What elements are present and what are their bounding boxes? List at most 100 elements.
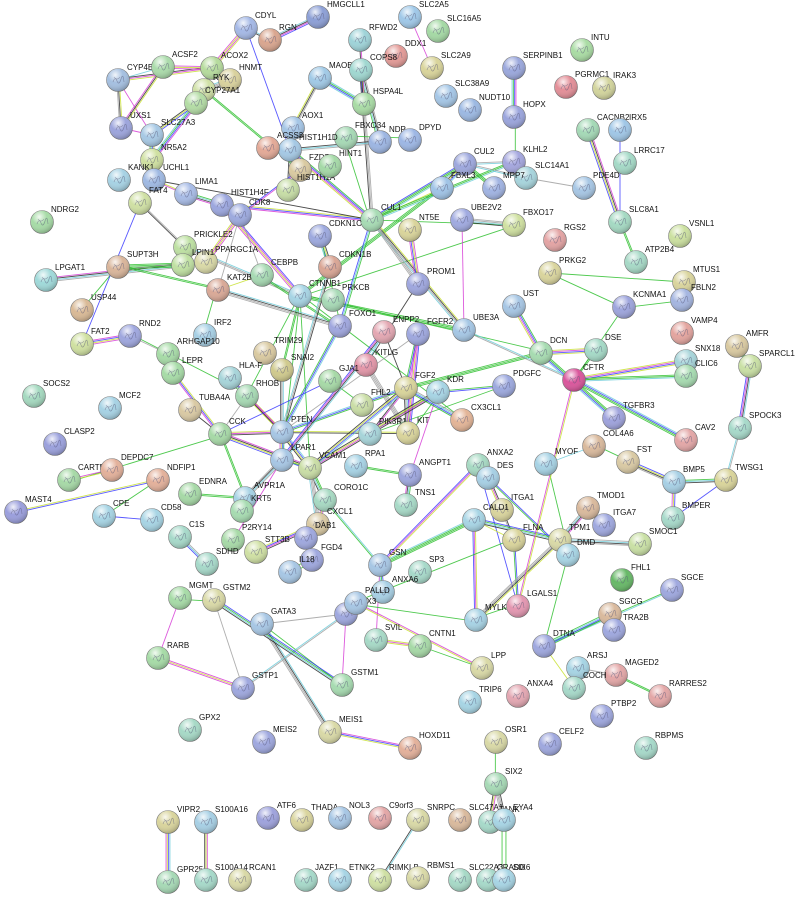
node-sparcl1[interactable]: SPARCL1 — [738, 349, 796, 378]
node-dpyd[interactable]: DPYD — [398, 123, 442, 152]
node-hnmt[interactable]: HNMT — [218, 63, 263, 92]
node-lepr[interactable]: LEPR — [161, 356, 204, 385]
node-coro1c[interactable]: CORO1C — [313, 483, 369, 512]
node-lgals1[interactable]: LGALS1 — [506, 589, 558, 618]
node-fbxo34[interactable]: FBXO34 — [334, 121, 387, 150]
node-fbxl3[interactable]: FBXL3 — [430, 171, 477, 200]
node-pde4d[interactable]: PDE4D — [572, 171, 620, 200]
node-fzd7[interactable]: FZD7 — [288, 153, 330, 182]
node-tns1[interactable]: TNS1 — [394, 488, 437, 517]
node-rhob[interactable]: RHOB — [235, 379, 280, 408]
node-slc22a3[interactable]: SLC22A3 — [448, 863, 504, 892]
node-pgrmc1[interactable]: PGRMC1 — [554, 70, 610, 99]
node-ptbp2[interactable]: PTBP2 — [590, 699, 637, 728]
node-arhgap10[interactable]: ARHGAP10 — [156, 337, 221, 366]
node-nol3[interactable]: NOL3 — [328, 801, 371, 830]
node-jazf1[interactable]: JAZF1 — [294, 863, 340, 892]
node-mast4[interactable]: MAST4 — [4, 495, 53, 524]
node-lima1[interactable]: LIMA1 — [174, 177, 219, 206]
node-prickle2[interactable]: PRICKLE2 — [173, 230, 234, 259]
node-lpar1[interactable]: LPAR1 — [270, 443, 317, 472]
node-bmp5[interactable]: BMP5 — [662, 465, 706, 494]
node-coch[interactable]: COCH — [562, 671, 607, 700]
node-dcn[interactable]: DCN — [529, 336, 568, 365]
node-cacnb2[interactable]: CACNB2 — [576, 113, 631, 142]
node-angpt1[interactable]: ANGPT1 — [398, 458, 452, 487]
node-ube2v2[interactable]: UBE2V2 — [450, 203, 503, 232]
node-cd58[interactable]: CD58 — [140, 503, 183, 532]
node-dtna[interactable]: DTNA — [532, 629, 576, 658]
node-acss3[interactable]: ACSS3 — [256, 131, 304, 160]
node-s100a14[interactable]: S100A14 — [194, 863, 249, 892]
node-fgf2[interactable]: FGF2 — [394, 371, 436, 400]
node-cntn1[interactable]: CNTN1 — [408, 629, 457, 658]
node-kat2b[interactable]: KAT2B — [206, 273, 252, 302]
node-ctnnb1[interactable]: CTNNB1 — [288, 279, 342, 308]
node-kit[interactable]: KIT — [396, 416, 430, 445]
node-tuba4a[interactable]: TUBA4A — [178, 393, 231, 422]
node-irf2[interactable]: IRF2 — [193, 318, 232, 347]
node-anxa6[interactable]: ANXA6 — [371, 575, 419, 604]
node-kcnma1[interactable]: KCNMA1 — [612, 290, 667, 319]
node-gpx2[interactable]: GPX2 — [178, 713, 221, 742]
node-supt3h[interactable]: SUPT3H — [106, 250, 159, 279]
node-fst[interactable]: FST — [616, 445, 653, 474]
node-cdyl[interactable]: CDYL — [234, 11, 277, 40]
node-fgd4[interactable]: FGD4 — [300, 543, 343, 572]
node-enpp2[interactable]: ENPP2 — [372, 315, 420, 344]
node-snai2[interactable]: SNAI2 — [270, 353, 315, 382]
node-mtus1[interactable]: MTUS1 — [672, 265, 721, 294]
node-itga7[interactable]: ITGA7 — [592, 508, 637, 537]
node-slc14a1[interactable]: SLC14A1 — [514, 161, 570, 190]
node-myof[interactable]: MYOF — [534, 447, 579, 476]
node-flna[interactable]: FLNA — [502, 523, 545, 552]
node-slc16a5[interactable]: SLC16A5 — [426, 14, 482, 43]
node-cck[interactable]: CCK — [208, 417, 247, 446]
node-ednra[interactable]: EDNRA — [178, 477, 228, 506]
node-cpe[interactable]: CPE — [92, 499, 130, 528]
node-p2ry14[interactable]: P2RY14 — [221, 523, 273, 552]
node-rfwd2[interactable]: RFWD2 — [348, 23, 398, 52]
node-amfr[interactable]: AMFR — [725, 329, 769, 358]
node-fat4[interactable]: FAT4 — [128, 186, 169, 215]
node-acox2[interactable]: ACOX2 — [200, 51, 249, 80]
node-gata3[interactable]: GATA3 — [250, 607, 297, 636]
node-cartpt[interactable]: CARTPT — [57, 463, 110, 492]
node-serpinb1[interactable]: SERPINB1 — [502, 51, 564, 80]
node-snrpc[interactable]: SNRPC — [406, 803, 456, 832]
node-fbln2[interactable]: FBLN2 — [670, 283, 717, 312]
node-ust[interactable]: UST — [502, 289, 540, 318]
node-stt3b[interactable]: STT3B — [244, 535, 290, 564]
node-slc38a9[interactable]: SLC38A9 — [434, 79, 490, 108]
node-lpin1[interactable]: LPIN1 — [171, 248, 215, 277]
node-aox1[interactable]: AOX1 — [281, 111, 324, 140]
node-kitlg[interactable]: KITLG — [354, 348, 399, 377]
node-fhl2[interactable]: FHL2 — [350, 388, 392, 417]
node-cyp4b1[interactable]: CYP4B1 — [106, 63, 159, 92]
node-maob[interactable]: MAOB — [308, 61, 353, 90]
node-c9orf3[interactable]: C9orf3 — [368, 801, 414, 830]
node-clic6[interactable]: CLIC6 — [674, 359, 719, 388]
node-lpp[interactable]: LPP — [470, 651, 507, 680]
node-maged2[interactable]: MAGED2 — [604, 658, 660, 687]
node-cyp27a1[interactable]: CYP27A1 — [184, 86, 241, 115]
node-hla-f[interactable]: HLA-F — [218, 361, 263, 390]
node-ndp[interactable]: NDP — [368, 125, 406, 154]
node-hint1[interactable]: HINT1 — [318, 149, 363, 178]
node-rnd2[interactable]: RND2 — [118, 319, 162, 348]
node-krt5[interactable]: KRT5 — [230, 494, 272, 523]
node-cul1[interactable]: CUL1 — [360, 203, 403, 232]
node-eya4[interactable]: EYA4 — [492, 803, 534, 832]
node-acsf2[interactable]: ACSF2 — [151, 50, 199, 79]
node-anxa4[interactable]: ANXA4 — [506, 679, 554, 708]
node-smoc1[interactable]: SMOC1 — [628, 527, 679, 556]
node-fgfr2[interactable]: FGFR2 — [406, 317, 454, 346]
node-rcan1[interactable]: RCAN1 — [228, 863, 277, 892]
node-nt5e[interactable]: NT5E — [398, 213, 440, 242]
node-nudt10[interactable]: NUDT10 — [458, 93, 511, 122]
node-trim29[interactable]: TRIM29 — [253, 336, 304, 365]
node-hist1h4f[interactable]: HIST1H4F — [210, 188, 269, 217]
node-arsj[interactable]: ARSJ — [566, 651, 608, 680]
node-itga1[interactable]: ITGA1 — [490, 493, 535, 522]
node-des[interactable]: DES — [476, 461, 514, 490]
